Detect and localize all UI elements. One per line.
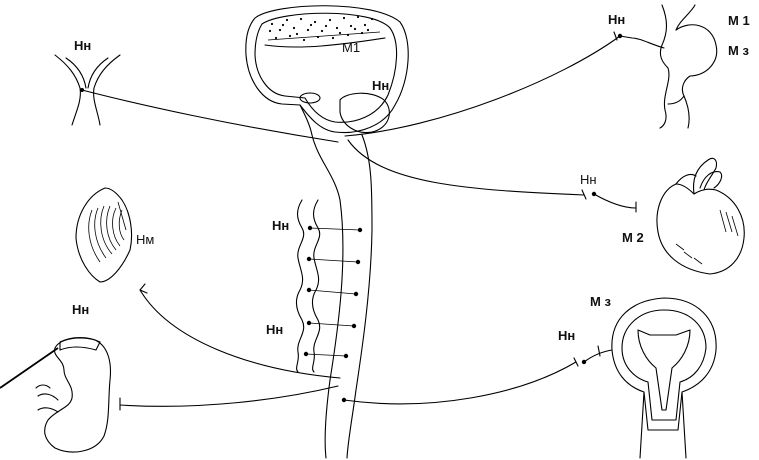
kidney-illustration (0, 336, 112, 453)
label-brain-receptor: Нн (372, 78, 389, 93)
cortex-stipple (268, 15, 374, 42)
bladder-illustration (611, 297, 717, 459)
label-bladder-receptor: Нн (558, 328, 575, 343)
label-chain-lower: Нн (266, 322, 283, 337)
brain-illustration (245, 5, 409, 136)
label-skin-nm: Нм (136, 232, 154, 247)
label-chain-upper: Нн (272, 218, 289, 233)
eye-illustration (54, 54, 121, 126)
label-mouth-m1: М 1 (728, 13, 750, 28)
sympathetic-chain (295, 199, 363, 373)
label-brain-m1: М1 (342, 40, 360, 55)
heart-illustration (656, 157, 745, 275)
nerve-pathways (81, 31, 665, 411)
label-eye-receptor: Нн (74, 38, 91, 53)
spinal-cord (311, 134, 373, 459)
label-heart-m2: М 2 (622, 230, 644, 245)
label-mouth-receptor: Нн (608, 12, 625, 27)
label-bladder-m3: М з (590, 294, 611, 309)
label-kidney-receptor: Нн (72, 302, 89, 317)
salivary-gland-illustration (659, 4, 718, 129)
chain-connections (303, 225, 363, 359)
label-mouth-m3: М з (728, 43, 749, 58)
label-heart-receptor: Нн (580, 172, 597, 187)
skin-illustration (75, 187, 133, 283)
